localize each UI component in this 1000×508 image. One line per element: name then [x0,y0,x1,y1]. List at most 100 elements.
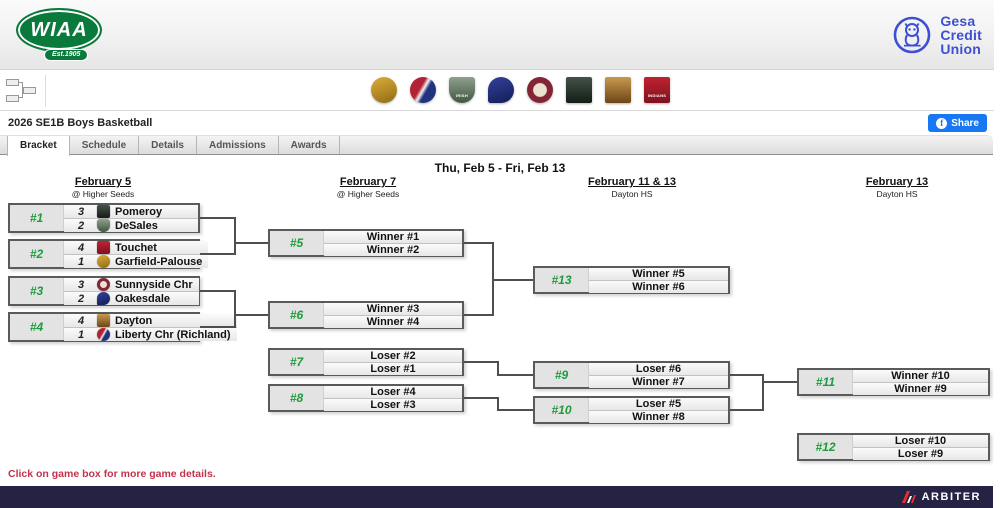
connector [730,409,762,411]
game-number: #4 [10,314,64,340]
team-row: Winner #6 [589,280,728,293]
team-row: 2 DeSales [64,218,198,232]
column-header-feb13: February 13 Dayton HS [812,176,982,199]
connector [464,397,499,399]
team-seed: 2 [77,219,85,232]
game-number: #9 [535,363,589,387]
sponsor-logo[interactable]: Gesa Credit Union [892,14,982,56]
connector [497,361,499,376]
team-name: Winner #7 [632,376,685,388]
oakesdale-icon [97,292,110,305]
team-row: Winner #10 [853,370,988,382]
wiaa-logo-oval: WIAA [16,8,102,52]
oakesdale-logo [488,77,514,103]
bracket-view-icon[interactable] [6,77,38,105]
tab-awards[interactable]: Awards [279,136,340,154]
connector [730,374,762,376]
page-edge-strip [994,0,1000,508]
team-name: Winner #5 [632,268,685,280]
tab-schedule[interactable]: Schedule [70,136,140,154]
connector [234,314,268,316]
team-row: Loser #6 [589,363,728,375]
team-row: Loser #1 [324,362,462,375]
liberty-chr-icon [97,328,110,341]
title-row: 2026 SE1B Boys Basketball f Share [0,112,1000,135]
column-header-feb11-13: February 11 & 13 Dayton HS [547,176,717,199]
team-name: Loser #6 [635,363,682,375]
tab-details[interactable]: Details [139,136,197,154]
team-row: Loser #10 [853,435,988,447]
site-header: WIAA Est.1905 Gesa Credit Union [0,0,1000,70]
desales-icon [97,219,110,232]
team-name: Loser #1 [370,363,416,375]
team-name: Winner #4 [366,316,420,328]
pomeroy-icon [97,205,110,218]
team-row: Loser #4 [324,386,462,398]
connector [762,374,764,411]
team-name: Loser #3 [370,399,416,411]
column-label: February 11 & 13 [587,176,677,188]
team-row: Winner #7 [589,375,728,388]
game-number: #5 [270,231,324,255]
desales-logo: IRISH [449,77,475,103]
connector [200,290,234,292]
tab-bracket[interactable]: Bracket [7,136,70,157]
game-number: #11 [799,370,853,394]
game-number: #6 [270,303,324,327]
game-details-note: Click on game box for more game details. [8,468,216,480]
bracket-date-range: Thu, Feb 5 - Fri, Feb 13 [434,161,566,175]
team-row: Loser #5 [589,398,728,410]
share-label: Share [951,117,979,129]
connector [497,374,533,376]
team-name: Sunnyside Chr [115,278,193,291]
game-number: #13 [535,268,589,292]
dayton-logo [605,77,631,103]
sponsor-name: Gesa Credit Union [940,13,982,57]
tab-strip: Bracket Schedule Details Admissions Awar… [0,135,993,157]
facebook-share-button[interactable]: f Share [928,114,987,132]
tab-admissions[interactable]: Admissions [197,136,279,154]
team-row: Winner #9 [853,382,988,395]
team-name: Touchet [115,241,157,254]
team-name: Winner #8 [632,411,685,423]
game-number: #1 [10,205,64,231]
team-name: Loser #4 [370,386,416,398]
team-row: Winner #2 [324,243,462,256]
wiaa-logo-est: Est.1905 [44,49,89,61]
column-sublabel: @ Higher Seeds [336,189,400,199]
footer: ARBITER [0,486,993,508]
wiaa-logo[interactable]: WIAA Est.1905 [16,8,102,61]
team-row: Loser #9 [853,447,988,460]
team-name: Oakesdale [115,292,171,305]
sunnyside-chr-icon [97,278,110,291]
game-number: #10 [535,398,589,422]
team-name: DeSales [115,219,158,232]
team-seed: 4 [77,314,85,327]
team-name: Winner #9 [894,383,947,395]
team-name: Pomeroy [115,205,163,218]
garfield-palouse-logo [371,77,397,103]
team-name: Loser #2 [370,350,416,362]
